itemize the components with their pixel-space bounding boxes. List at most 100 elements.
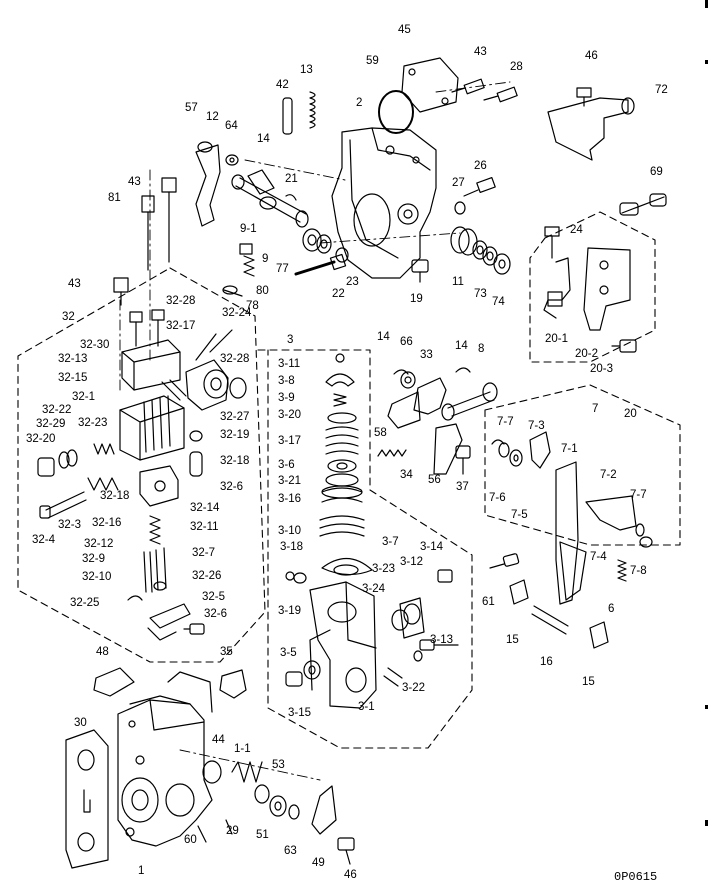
callout-32-25: 32-25 — [70, 597, 99, 609]
callout-69: 69 — [650, 166, 663, 178]
callout-3-8: 3-8 — [278, 375, 295, 387]
rod-69 — [619, 193, 667, 216]
callout-32-13: 32-13 — [58, 353, 87, 365]
callout-7-2: 7-2 — [600, 469, 617, 481]
screw-32-6b — [183, 623, 205, 635]
spring-1-1 — [231, 761, 263, 783]
callout-60: 60 — [184, 834, 197, 846]
callout-3-15: 3-15 — [288, 707, 311, 719]
callout-32-4: 32-4 — [32, 534, 56, 546]
bracket-48 — [93, 667, 135, 697]
callout-32-18: 32-18 — [100, 490, 129, 502]
bolt-20-3 — [611, 339, 637, 353]
spring-7-4 — [617, 559, 627, 582]
bolt-19 — [411, 259, 429, 283]
callout-32-9: 32-9 — [82, 553, 105, 565]
callout-7-3: 7-3 — [528, 420, 545, 432]
callout-51: 51 — [256, 829, 269, 841]
callout-12: 12 — [206, 111, 219, 123]
callout-30: 30 — [74, 717, 87, 729]
cover-plate-45 — [401, 57, 459, 113]
callout-43: 43 — [128, 176, 141, 188]
callout-8: 8 — [478, 343, 484, 355]
callout-44: 44 — [212, 734, 225, 746]
bolt-46-top — [576, 87, 592, 107]
lever-56 — [433, 423, 463, 475]
right-edge-marker — [705, 820, 708, 826]
bolt-28-top — [483, 86, 518, 103]
callout-66: 66 — [400, 336, 413, 348]
callout-23: 23 — [346, 276, 359, 288]
callout-46: 46 — [585, 50, 598, 62]
callout-3-21: 3-21 — [278, 475, 301, 487]
callout-3-9: 3-9 — [278, 392, 295, 404]
spring-3-10 — [319, 515, 365, 537]
callout-32-10: 32-10 — [82, 571, 111, 583]
callout-7: 7 — [592, 403, 598, 415]
callout-32-7: 32-7 — [192, 547, 215, 559]
callout-20: 20 — [624, 408, 637, 420]
shaft-8 — [447, 391, 495, 417]
callout-3-11: 3-11 — [278, 358, 300, 370]
callout-80: 80 — [256, 285, 269, 297]
callout-3-7: 3-7 — [382, 536, 399, 548]
collar-3-8 — [325, 373, 355, 387]
callout-20-2: 20-2 — [575, 348, 598, 360]
callout-9-1: 9-1 — [240, 223, 257, 235]
governor-housing-2 — [331, 127, 437, 279]
bracket-20-2 — [583, 247, 631, 331]
callout-1-1: 1-1 — [234, 743, 251, 755]
callout-46: 46 — [344, 869, 357, 881]
callout-15: 15 — [506, 634, 519, 646]
callout-28: 28 — [510, 61, 523, 73]
group-32-boundary — [17, 267, 266, 663]
spacer-15b — [589, 621, 609, 649]
lever-12 — [195, 144, 221, 227]
group-7-boundary — [484, 384, 681, 546]
callout-3-24: 3-24 — [362, 583, 386, 595]
callout-32-28: 32-28 — [166, 295, 195, 307]
solenoid-plunger-32-17 — [185, 359, 229, 411]
callout-32-6: 32-6 — [204, 608, 227, 620]
callout-32-28: 32-28 — [220, 353, 249, 365]
screw-80 — [239, 243, 255, 277]
callout-49: 49 — [312, 857, 325, 869]
callout-32-18: 32-18 — [220, 455, 249, 467]
callout-3-10: 3-10 — [278, 525, 301, 537]
assembly-axis-lines — [119, 81, 511, 781]
rod-16 — [531, 605, 569, 635]
pin-32-3 — [45, 491, 87, 519]
screw-32-30 — [129, 311, 143, 347]
callout-61: 61 — [482, 596, 495, 608]
right-edge-marker — [705, 705, 708, 709]
bracket-72 — [547, 97, 629, 161]
callout-6: 6 — [608, 603, 614, 615]
gasket-30 — [65, 729, 109, 869]
callout-73: 73 — [474, 288, 487, 300]
callout-19: 19 — [410, 293, 423, 305]
callout-32-29: 32-29 — [36, 418, 65, 430]
spring-32-11 — [149, 515, 161, 545]
callout-7-7: 7-7 — [497, 416, 514, 428]
callout-14: 14 — [377, 331, 390, 343]
callout-72: 72 — [655, 84, 668, 96]
bracket-35 — [219, 669, 247, 699]
solenoid-cover-32-13 — [121, 339, 181, 391]
bolt-43-top — [451, 78, 485, 95]
callout-32-5: 32-5 — [202, 591, 225, 603]
spring-3-9 — [333, 393, 347, 407]
callout-29: 29 — [226, 825, 239, 837]
callout-32-24: 32-24 — [222, 307, 252, 319]
bolt-24 — [544, 226, 560, 259]
callout-59: 59 — [366, 55, 379, 67]
bolt-26 — [463, 176, 496, 197]
callout-42: 42 — [276, 79, 289, 91]
callout-43: 43 — [474, 46, 487, 58]
group-3-boundary — [257, 349, 473, 749]
bolt-43-lower — [113, 277, 129, 306]
callout-58: 58 — [374, 427, 387, 439]
callout-37: 37 — [456, 481, 469, 493]
lever-32-5 — [149, 603, 191, 629]
callout-11: 11 — [452, 276, 464, 288]
